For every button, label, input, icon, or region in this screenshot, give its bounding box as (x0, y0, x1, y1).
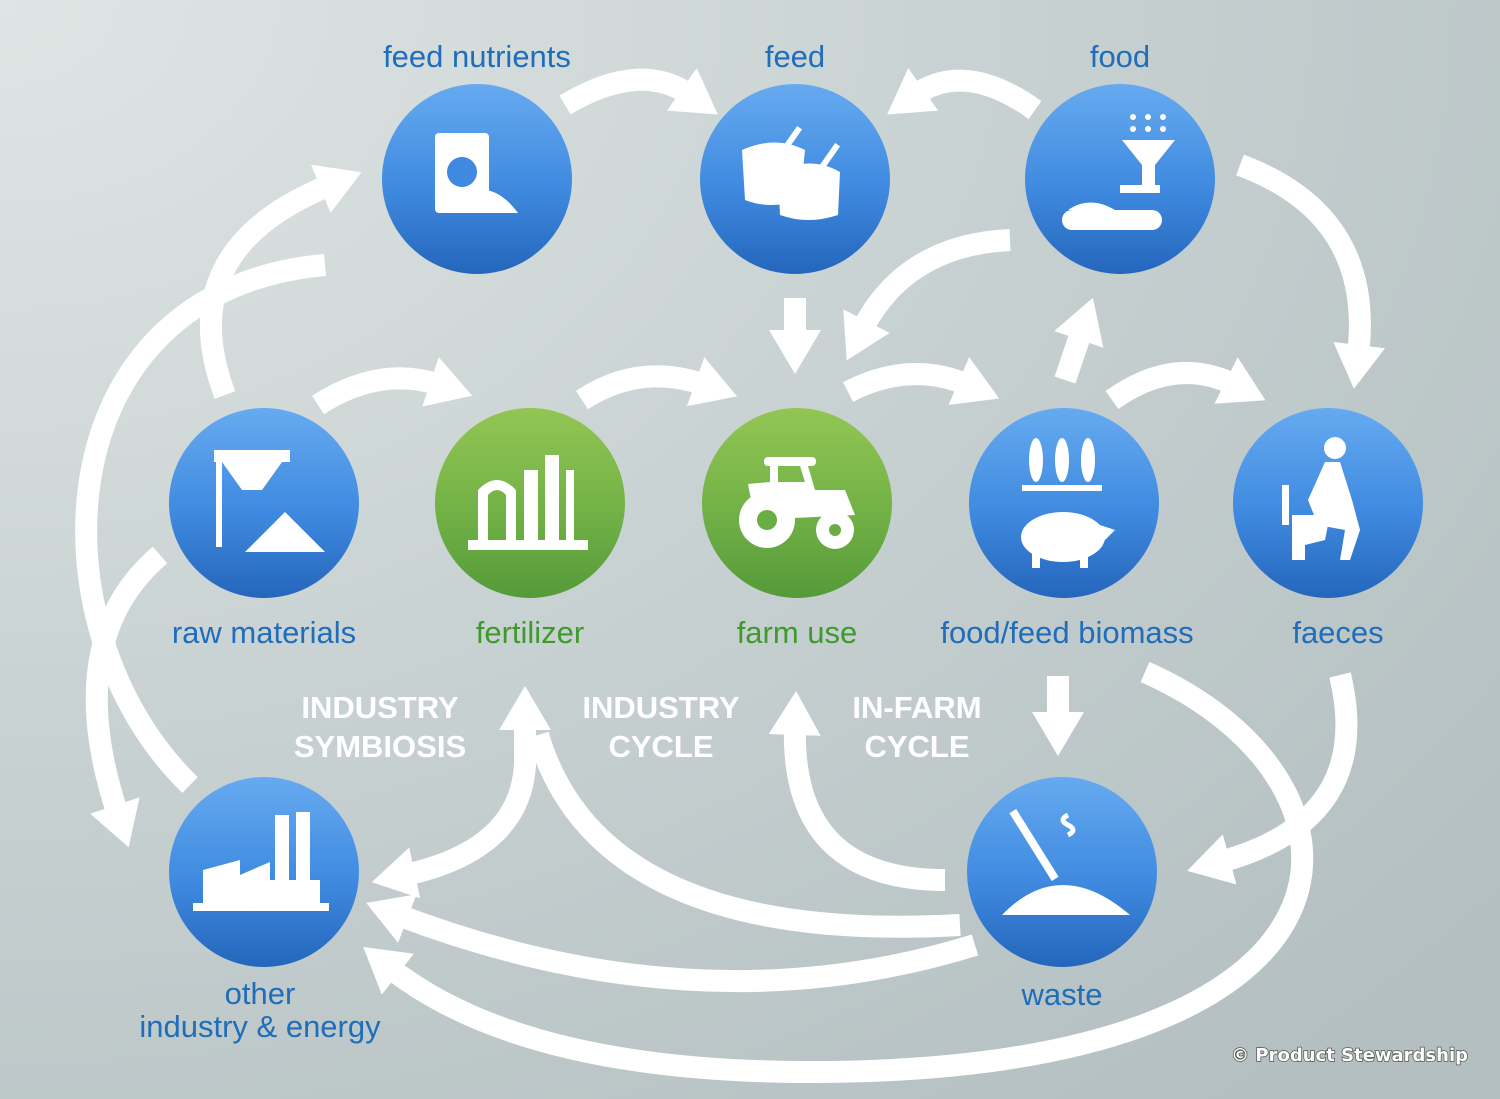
label-waste: waste (1021, 977, 1103, 1012)
label-food: food (1090, 39, 1150, 74)
cycle-labels: INDUSTRY SYMBIOSIS INDUSTRY CYCLE IN-FAR… (294, 690, 982, 764)
node-food: food (1025, 39, 1215, 274)
crops-and-pig-icon (1021, 438, 1115, 568)
food-processing-icon (1062, 114, 1175, 230)
node-fertilizer: fertilizer (435, 408, 625, 650)
node-feed: feed (700, 39, 890, 274)
label-in-farm-cycle-2: CYCLE (864, 729, 969, 764)
label-farm-use: farm use (737, 615, 858, 650)
label-industry-symbiosis-2: SYMBIOSIS (294, 729, 466, 764)
node-waste: waste (967, 777, 1157, 1012)
flow-arrows (75, 67, 1386, 1084)
label-industry-energy: industry & energy (139, 1009, 381, 1044)
tractor-icon (739, 457, 855, 549)
node-farm-use: farm use (702, 408, 892, 650)
hopper-icon (214, 450, 325, 552)
label-raw-materials: raw materials (172, 615, 356, 650)
feed-sacks-icon (742, 125, 841, 220)
label-feed: feed (765, 39, 825, 74)
label-fertilizer: fertilizer (476, 615, 585, 650)
toilet-person-icon (1282, 437, 1360, 560)
label-industry-cycle-2: CYCLE (608, 729, 713, 764)
label-feed-nutrients: feed nutrients (383, 39, 571, 74)
label-food-feed-biomass: food/feed biomass (940, 615, 1193, 650)
label-industry-cycle-1: INDUSTRY (582, 690, 740, 725)
shovel-compost-icon (1002, 808, 1130, 915)
factory-icon (193, 812, 329, 911)
node-food-feed-biomass: food/feed biomass (940, 408, 1194, 650)
label-in-farm-cycle-1: IN-FARM (852, 690, 981, 725)
label-faeces: faeces (1292, 615, 1383, 650)
copyright-notice: © Product Stewardship (1231, 1045, 1468, 1066)
node-feed-nutrients: feed nutrients (382, 39, 572, 274)
node-faeces: faeces (1233, 408, 1423, 650)
label-industry-symbiosis-1: INDUSTRY (301, 690, 459, 725)
fertilizer-plant-icon (468, 455, 588, 550)
feed-bag-icon (435, 133, 518, 213)
node-other-industry-energy: other industry & energy (139, 777, 381, 1044)
node-raw-materials: raw materials (169, 408, 359, 650)
label-other: other (225, 976, 296, 1011)
